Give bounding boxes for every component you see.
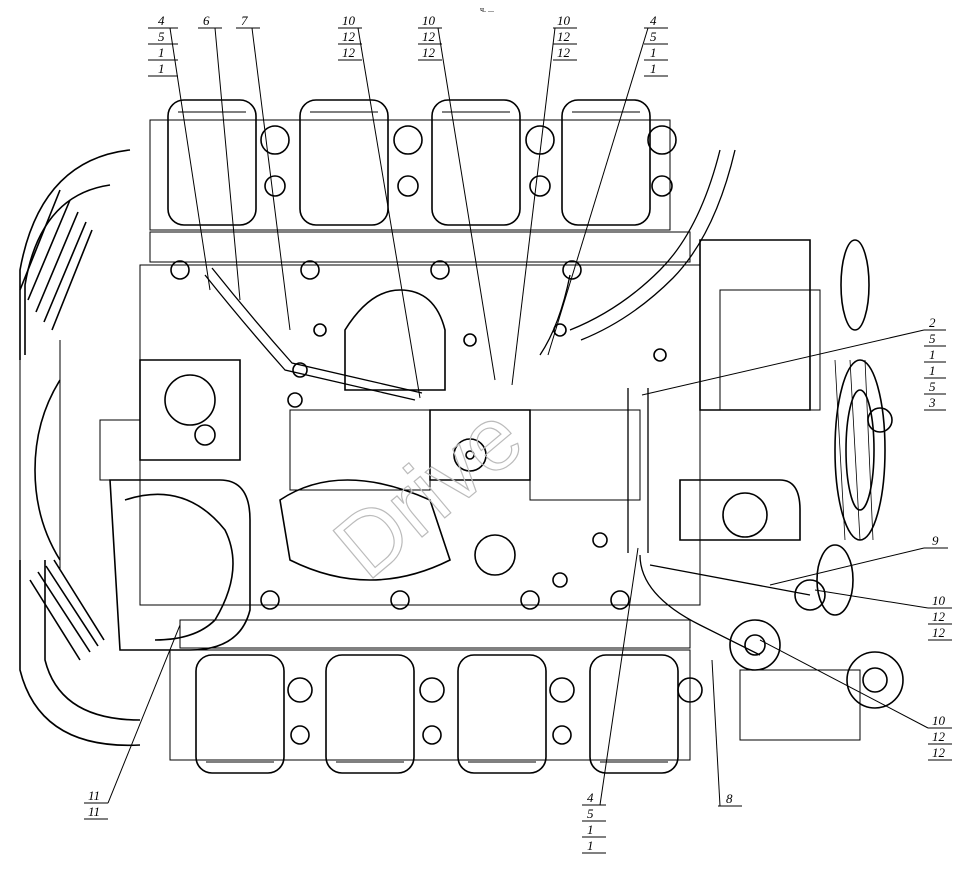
callout-label: 4 [650,13,657,28]
callout-label: 10 [932,713,946,728]
callout-10-12-12-b: 10 12 12 [418,13,496,381]
callout-label: 1 [158,61,165,76]
callout-label: 2 [929,315,936,330]
callout-label: 12 [932,625,946,640]
callout-label: 1 [650,61,657,76]
callout-label: 1 [929,347,936,362]
callout-label: 12 [557,29,571,44]
callout-label: 9 [932,533,939,548]
callouts: 4 5 1 1 6 7 10 12 12 [84,13,952,854]
callout-label: 5 [650,29,657,44]
callout-10-12-12-d: 10 12 12 [814,589,952,641]
right-accessories [679,239,904,741]
callout-label: 4 [587,790,594,805]
callout-10-12-12-a: 10 12 12 [338,13,421,399]
callout-label: 5 [158,29,165,44]
callout-7: 7 [236,13,291,331]
callout-label: 1 [929,363,936,378]
callout-8: 8 [711,659,742,807]
callout-label: 10 [342,13,356,28]
lower-cylinder-heads [169,590,703,774]
callout-2-5-1-1-5-3: 2 5 1 1 5 3 [641,315,946,411]
callout-label: 8 [726,791,733,806]
callout-label: 11 [88,788,100,803]
callout-label: 12 [342,29,356,44]
callout-label: 12 [932,729,946,744]
callout-label: 4 [158,13,165,28]
callout-label: 12 [422,45,436,60]
callout-label: 12 [342,45,356,60]
top-stamp: ч. ... [480,5,494,14]
callout-label: 12 [557,45,571,60]
upper-cylinder-heads [149,99,691,280]
callout-label: 1 [158,45,165,60]
watermark: Drive [316,387,541,599]
callout-label: 1 [650,45,657,60]
callout-label: 5 [929,331,936,346]
callout-label: 1 [587,822,594,837]
callout-label: 10 [557,13,571,28]
callout-4-5-1-1-left: 4 5 1 1 [148,13,211,291]
callout-label: 7 [241,13,248,28]
callout-label: 12 [422,29,436,44]
callout-label: 10 [932,593,946,608]
callout-label: 1 [587,838,594,853]
callout-4-5-1-1-right: 4 5 1 1 [547,13,668,356]
callout-label: 6 [203,13,210,28]
callout-label: 3 [928,395,936,410]
callout-label: 5 [929,379,936,394]
left-charge-air-hoses [19,149,141,747]
callout-10-12-12-e: 10 12 12 [759,639,952,761]
callout-4-5-1-1-bottom: 4 5 1 1 [582,547,639,854]
callout-label: 10 [422,13,436,28]
callout-10-12-12-c: 10 12 12 [511,13,577,386]
callout-label: 5 [587,806,594,821]
callout-label: 12 [932,745,946,760]
callout-label: 12 [932,609,946,624]
callout-11-11: 11 11 [84,624,181,820]
engine-block [139,264,701,606]
callout-label: 11 [88,804,100,819]
engine-body [19,99,904,774]
callout-9: 9 [769,533,948,586]
left-pump-assembly [99,359,251,651]
callout-6: 6 [198,13,241,301]
fuel-lines [204,149,811,656]
